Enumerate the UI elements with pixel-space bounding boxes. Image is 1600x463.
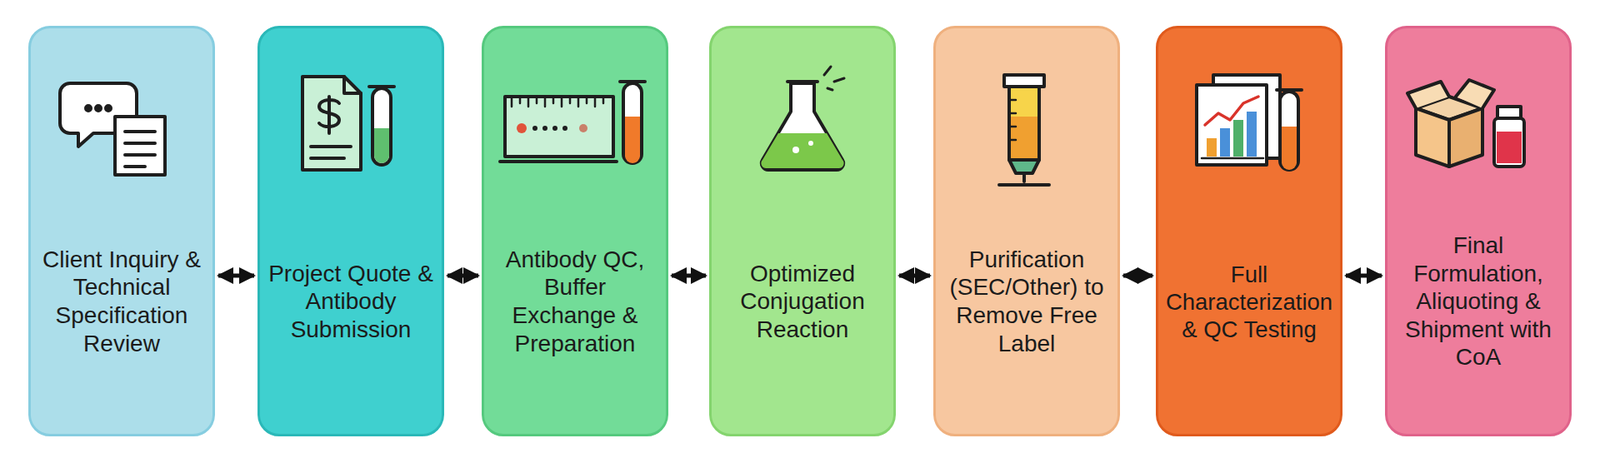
process-box: Antibody QC, Buffer Exchange & Preparati… [481, 25, 669, 437]
double-arrow [899, 274, 930, 279]
double-arrow [447, 274, 479, 279]
step-label: Final Formulation, Aliquoting & Shipment… [1394, 231, 1563, 372]
process-box: Project Quote & Antibody Submission [257, 25, 445, 437]
process-box: Full Characterization & QC Testing [1155, 25, 1343, 437]
shipping-icon [1407, 80, 1525, 167]
double-arrow [671, 274, 706, 279]
step-label: Client Inquiry & Technical Specification… [37, 245, 206, 358]
quote-icon [302, 76, 395, 170]
step-label: Optimized Conjugation Reaction [718, 260, 887, 345]
double-arrow [1345, 274, 1382, 279]
step-label: Antibody QC, Buffer Exchange & Preparati… [490, 245, 660, 358]
process-box: Purification (SEC/Other) to Remove Free … [933, 25, 1120, 437]
column-icon [999, 75, 1050, 185]
chart-icon [1196, 75, 1302, 170]
process-box: Optimized Conjugation Reaction [709, 25, 896, 437]
process-box: Final Formulation, Aliquoting & Shipment… [1385, 25, 1572, 437]
step-label: Project Quote & Antibody Submission [266, 260, 435, 345]
chat-icon [60, 83, 165, 175]
step-label: Purification (SEC/Other) to Remove Free … [942, 245, 1111, 358]
double-arrow [218, 274, 255, 279]
process-box: Client Inquiry & Technical Specification… [28, 25, 215, 437]
step-label: Full Characterization & QC Testing [1165, 260, 1334, 344]
flask-icon [760, 66, 845, 170]
qc-icon [500, 81, 645, 164]
double-arrow [1123, 274, 1153, 279]
